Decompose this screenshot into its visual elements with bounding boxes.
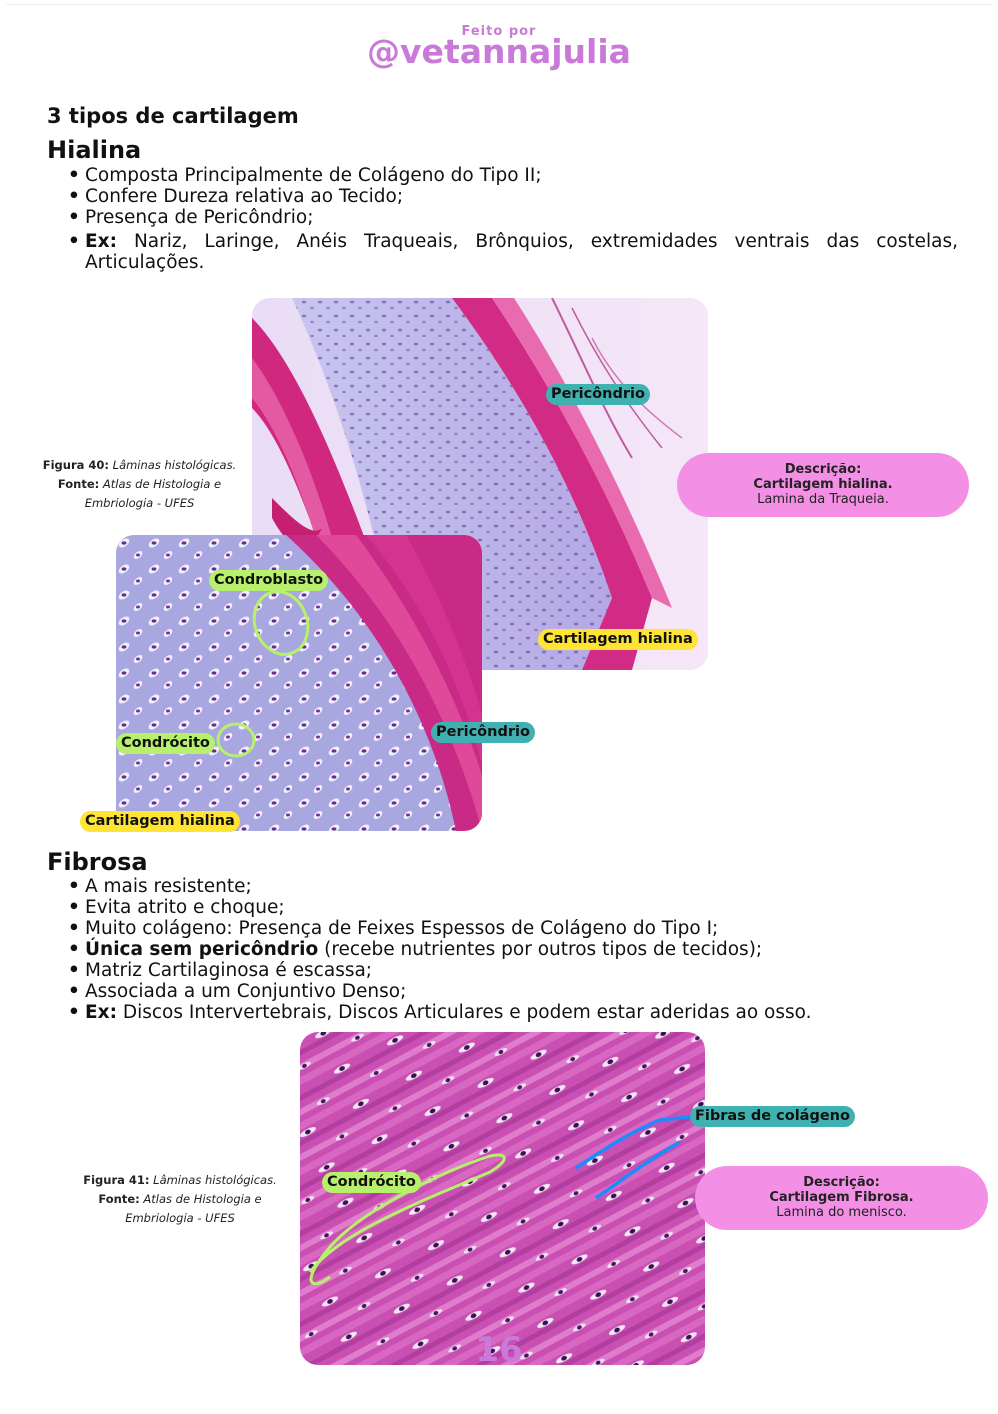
list-item: Muito colágeno: Presença de Feixes Espes… [68,918,968,939]
description-detail: Lamina do menisco. [776,1205,907,1220]
source-text-2: Embriologia - UFES [125,1211,235,1225]
bold-item-text: (recebe nutrientes por outros tipos de t… [318,939,763,960]
label-condroblasto: Condroblasto [209,570,329,591]
meniscus-histology-image [300,1032,705,1365]
description-type: Cartilagem hialina. [753,477,893,492]
fibrosa-title: Fibrosa [47,848,148,876]
example-text: Discos Intervertebrais, Discos Articular… [116,1002,812,1023]
hialina-bullet-list: Composta Principalmente de Colágeno do T… [68,165,958,273]
section-title: 3 tipos de cartilagem [47,104,299,128]
list-item: Evita atrito e choque; [68,897,968,918]
page-number: 16 [475,1330,523,1370]
label-pericondrio-bottom: Pericôndrio [431,722,535,743]
source-label: Fonte: [57,477,100,491]
label-cartilagem-hialina-top: Cartilagem hialina [538,629,698,650]
author-handle: @vetannajulia [367,32,631,71]
list-item: Confere Dureza relativa ao Tecido; [68,186,958,207]
hialina-title: Hialina [47,136,142,164]
example-label: Ex: [85,1002,117,1023]
label-pericondrio-top: Pericôndrio [546,384,650,405]
description-detail: Lamina da Traqueia. [757,492,889,507]
list-item: A mais resistente; [68,876,968,897]
caption-label: Figura 41: [83,1173,150,1187]
fibrosa-description-box: Descrição: Cartilagem Fibrosa. Lamina do… [695,1166,988,1230]
source-text: Atlas de Histologia e [99,477,222,491]
source-text-2: Embriologia - UFES [84,496,195,510]
list-item: Associada a um Conjuntivo Denso; [68,981,968,1002]
figure-40-caption: Figura 40: Lâminas histológicas. Fonte: … [32,456,247,513]
list-item: Ex: Discos Intervertebrais, Discos Artic… [68,1002,968,1023]
figure-41-caption: Figura 41: Lâminas histológicas. Fonte: … [70,1171,290,1228]
list-item: Composta Principalmente de Colágeno do T… [68,165,958,186]
fibrosa-bullet-list: A mais resistente; Evita atrito e choque… [68,876,968,1023]
caption-text: Lâminas histológicas. [109,458,237,472]
label-fibras-colageno: Fibras de colágeno [690,1106,855,1127]
description-label: Descrição: [803,1175,880,1190]
example-label: Ex: [85,231,117,252]
example-text: Nariz, Laringe, Anéis Traqueais, Brônqui… [85,231,958,273]
bold-item-label: Única sem pericôndrio [85,939,319,960]
made-by-label: Feito por [461,24,537,39]
source-label: Fonte: [98,1192,140,1206]
description-type: Cartilagem Fibrosa. [769,1190,914,1205]
list-item: Matriz Cartilaginosa é escassa; [68,960,968,981]
list-item: Presença de Pericôndrio; [68,207,958,228]
list-item: Ex: Nariz, Laringe, Anéis Traqueais, Brô… [68,231,958,273]
caption-label: Figura 40: [42,458,109,472]
source-text: Atlas de Histologia e [139,1192,262,1206]
description-label: Descrição: [784,462,862,477]
label-condrocito-fibrosa: Condrócito [322,1172,421,1193]
list-item: Única sem pericôndrio (recebe nutrientes… [68,939,968,960]
page-border [6,4,992,1409]
hialina-description-box: Descrição: Cartilagem hialina. Lamina da… [677,453,969,517]
caption-text: Lâminas histológicas. [149,1173,277,1187]
label-condrocito-hialina: Condrócito [116,733,215,754]
label-cartilagem-hialina-bottom: Cartilagem hialina [80,811,240,832]
